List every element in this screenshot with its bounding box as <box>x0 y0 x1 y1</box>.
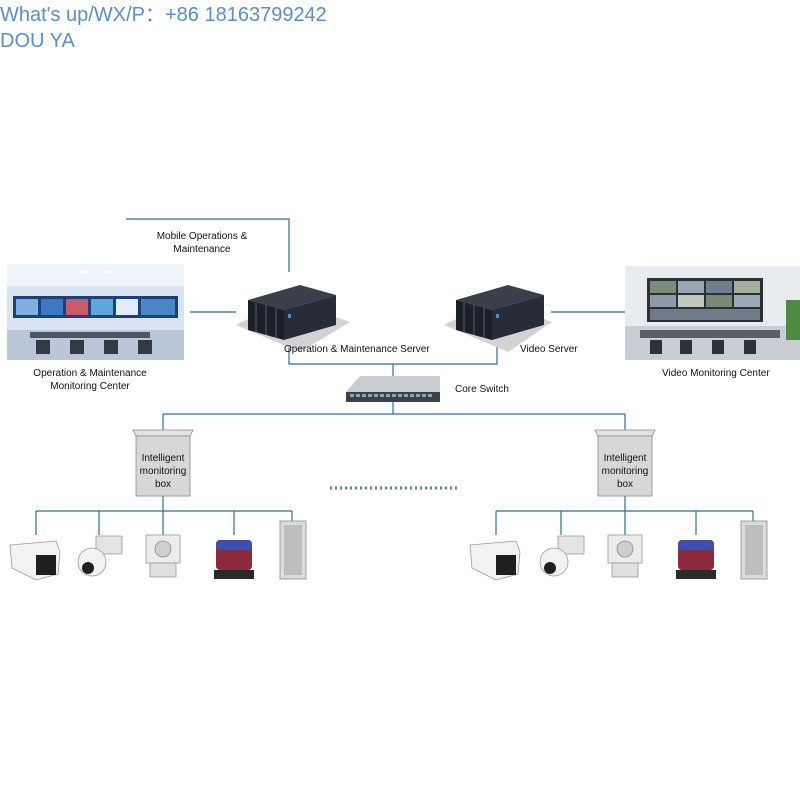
warning-light-icon <box>214 540 254 579</box>
connection-lines <box>35 218 754 535</box>
speaker-panel-icon <box>279 520 307 580</box>
monitoring-box-right-line3: box <box>616 479 634 490</box>
core-switch-icon <box>346 376 440 402</box>
ptz-dome-camera-icon <box>77 535 123 577</box>
bullet-camera-icon <box>469 540 521 581</box>
monitoring-box-left-label: Intelligent monitoring box <box>136 452 190 491</box>
core-switch-label: Core Switch <box>455 384 509 395</box>
monitoring-box-left-icon <box>132 429 194 497</box>
video-server-rack-icon <box>444 285 552 352</box>
speaker-panel-icon <box>740 520 768 580</box>
mobile-ops-label-line2: Maintenance <box>173 244 231 255</box>
mobile-ops-label-line1: Mobile Operations & <box>156 231 248 242</box>
monitoring-box-left-line3: box <box>154 479 172 490</box>
om-monitoring-center-image <box>7 264 184 360</box>
watermark-contact: What's up/WX/P：+86 18163799242 <box>0 4 327 26</box>
mobile-ops-link <box>126 218 290 272</box>
video-monitoring-center-image <box>625 266 800 360</box>
monitoring-box-right-line2: monitoring <box>601 466 649 477</box>
monitoring-box-right-icon <box>594 429 656 497</box>
monitoring-box-right-line1: Intelligent <box>603 453 647 464</box>
ptz-dome-camera-icon <box>539 535 585 577</box>
monitoring-box-left-line1: Intelligent <box>141 453 185 464</box>
bullet-camera-icon <box>9 540 61 581</box>
mobile-ops-label: Mobile Operations & Maintenance <box>142 230 262 256</box>
warning-light-icon <box>676 540 716 579</box>
om-server-switch-link <box>288 338 394 376</box>
om-center-label-line2: Monitoring Center <box>50 381 130 392</box>
video-center-label: Video Monitoring Center <box>662 368 770 379</box>
monitoring-box-right-label: Intelligent monitoring box <box>598 452 652 491</box>
box-camera-icon <box>607 534 643 578</box>
monitoring-box-left-line2: monitoring <box>139 466 187 477</box>
video-server-label: Video Server <box>520 344 578 355</box>
om-center-label: Operation & Maintenance Monitoring Cente… <box>20 367 160 393</box>
watermark-name: DOU YA <box>0 30 75 52</box>
om-server-label: Operation & Maintenance Server <box>284 344 430 355</box>
box-camera-icon <box>145 534 181 578</box>
om-center-label-line1: Operation & Maintenance <box>33 368 147 379</box>
om-server-rack-icon <box>236 285 350 352</box>
